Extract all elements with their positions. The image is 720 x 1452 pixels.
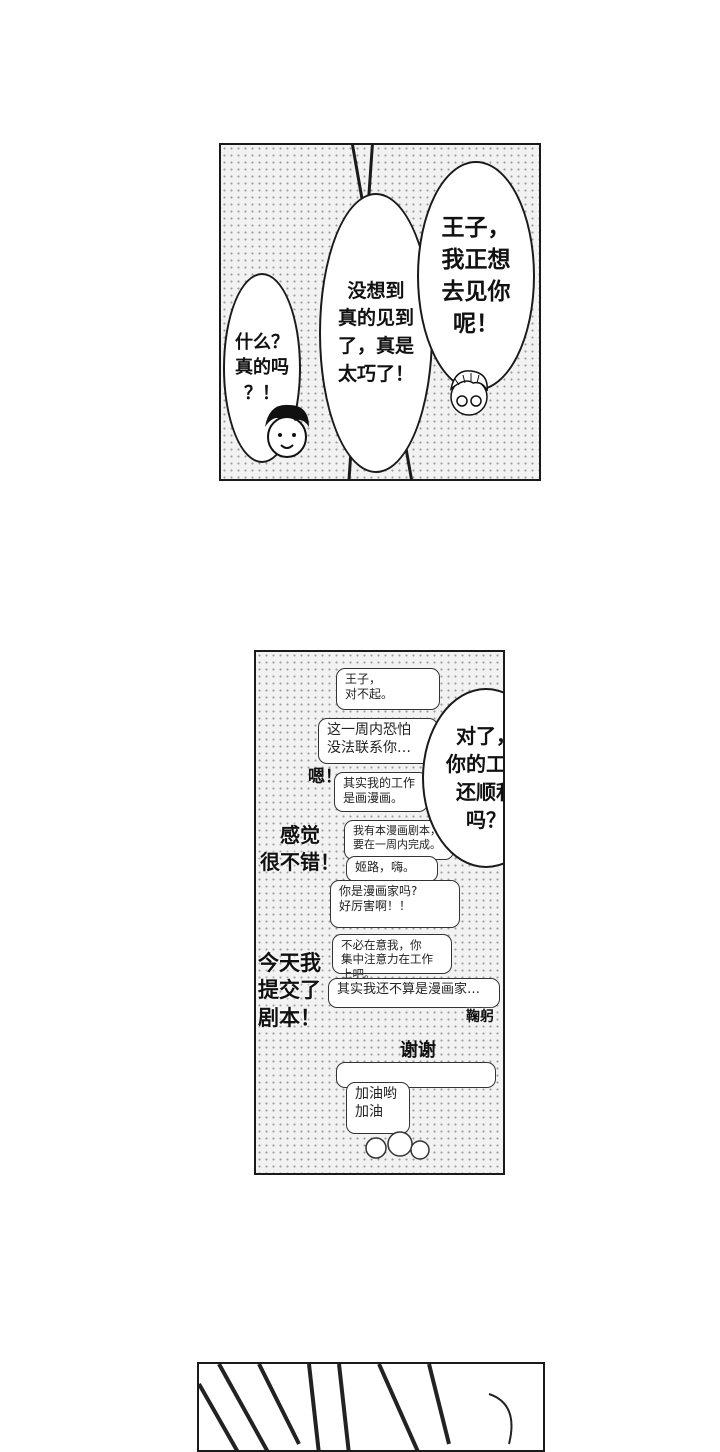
speech-bubble-middle: 没想到 真的见到 了，真是 太巧了！ xyxy=(319,193,433,473)
chat-message: 姬路，嗨。 xyxy=(346,856,438,882)
chat-message: 其实我还不算是漫画家… xyxy=(328,978,500,1008)
speech-bubble-left: 什么？ 真的吗 ？！ xyxy=(223,273,301,463)
chat-message: 不必在意我，你 集中注意力在工作上吧。 xyxy=(332,934,452,981)
chat-message: 王子， 对不起。 xyxy=(336,668,440,710)
speech-text-right: 王子， 我正想 去见你 呢！ xyxy=(441,214,511,338)
chat-message: 你是漫画家吗? 好厉害啊！！ xyxy=(330,880,460,928)
shout-sfx: 鞠躬 xyxy=(466,1009,494,1025)
speech-text-left: 什么？ 真的吗 ？！ xyxy=(235,332,289,404)
shout-thanks: 谢谢 xyxy=(400,1040,436,1061)
speech-text-middle: 没想到 真的见到 了，真是 太巧了！ xyxy=(337,279,414,385)
shout-submit: 今天我 提交了 剧本！ xyxy=(258,951,321,1030)
character-face-glasses xyxy=(449,370,488,416)
comic-panel-1: 什么？ 真的吗 ？！ 没想到 真的见到 了，真是 太巧了！ 王子， 我正想 去见… xyxy=(219,143,541,481)
comic-panel-3 xyxy=(197,1362,545,1452)
chat-message: 其实我的工作 是画漫画。 xyxy=(334,772,428,812)
character-face-boy xyxy=(265,404,309,458)
chat-message: 我有本漫画剧本， 要在一周内完成。 xyxy=(344,820,454,860)
speech-bubble-right: 王子， 我正想 去见你 呢！ xyxy=(417,161,535,391)
character-hair-illustration xyxy=(199,1364,513,1450)
shout-en: 嗯！ xyxy=(308,767,342,787)
flower-doodle-icon xyxy=(365,1131,430,1160)
comic-panel-2: 王子， 对不起。 这一周内恐怕 没法联系你… 其实我的工作 是画漫画。 我有本漫… xyxy=(254,650,505,1175)
chat-message: 加油哟 加油 xyxy=(346,1082,410,1134)
speech-text-right: 对了， 你的工作 还顺利 吗？ xyxy=(446,724,505,832)
shout-feel: 感觉 很不错！ xyxy=(260,823,340,874)
chat-message: 这一周内恐怕 没法联系你… xyxy=(318,718,438,764)
